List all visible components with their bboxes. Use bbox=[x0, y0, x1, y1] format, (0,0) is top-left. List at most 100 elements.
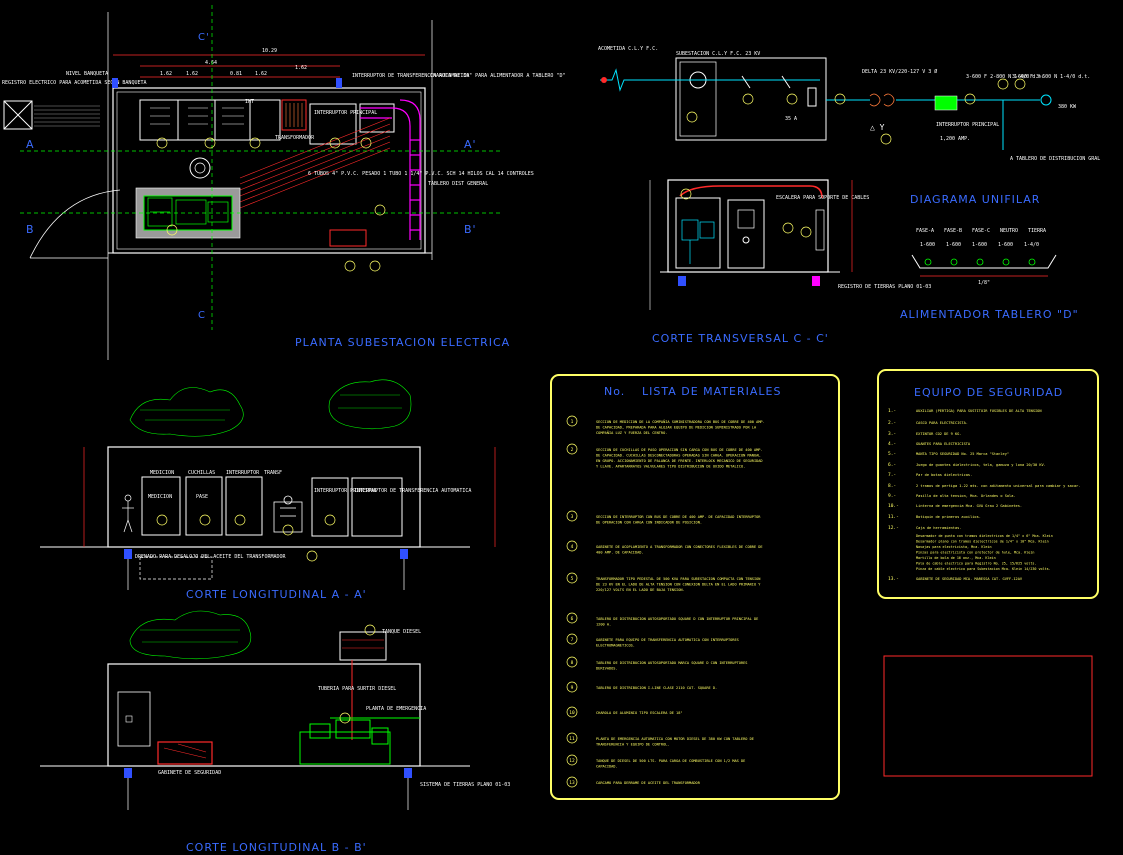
aa-pase: PASE bbox=[196, 494, 208, 500]
int-principal-unifilar: INTERRUPTOR PRINCIPAL bbox=[936, 122, 999, 128]
alim-h3: NEUTRO bbox=[1000, 228, 1018, 234]
bb-gabinete: GABINETE DE SEGURIDAD bbox=[158, 770, 221, 776]
material-text: CAPACIDAD. bbox=[596, 765, 618, 769]
safety-item-text: AUXILIAR (PERTIGA) PARA SUSTITUIR FUSIBL… bbox=[916, 409, 1042, 413]
tablero-label: TABLERO DIST GENERAL bbox=[428, 181, 488, 187]
material-number: 1 bbox=[571, 419, 574, 425]
safety-item-text: Pasillo de alta tension, Mca. Orlandes o… bbox=[916, 494, 1016, 498]
aa-comp-0: MEDICION bbox=[150, 470, 174, 476]
dim-2: 1.62 bbox=[186, 71, 198, 77]
dim-4: 1.62 bbox=[255, 71, 267, 77]
registro-electrico: REGISTRO ELECTRICO PARA ACOMETIDA SEGUN … bbox=[2, 80, 147, 130]
aa-comp-3: TRANSF bbox=[264, 470, 282, 476]
material-text: GABINETE PARA EQUIPO DE TRANSFERENCIA AU… bbox=[596, 638, 739, 642]
alim-h1: FASE-B bbox=[944, 228, 962, 234]
cut-b-left: B bbox=[26, 223, 35, 236]
registro-label: REGISTRO ELECTRICO PARA ACOMETIDA SEGUN … bbox=[2, 80, 147, 86]
bb-tanque: TANQUE DIESEL bbox=[382, 629, 421, 635]
title-corte-aa: CORTE LONGITUDINAL A - A' bbox=[186, 588, 367, 601]
safety-item-number: 13.- bbox=[888, 576, 899, 582]
bb-tuberia: TUBERIA PARA SURTIR DIESEL bbox=[318, 686, 396, 692]
bus-right-label: 3-600 F 3-600 N 1-4/0 d.t. bbox=[1012, 74, 1090, 80]
aa-int-principal: INTERRUPTOR PRINCIPAL bbox=[314, 488, 377, 494]
material-text: DE OPERACION CON CARGA CON INDICADOR DE … bbox=[596, 521, 702, 525]
cross-section-cc: ESCALERA PARA SOPORTE DE CABLES REGISTRO… bbox=[649, 179, 931, 345]
safety-subitem-text: Desarmador de punta con tramos dielectri… bbox=[916, 534, 1053, 538]
material-number: 3 bbox=[571, 514, 574, 520]
dim-5: 1.62 bbox=[295, 65, 307, 71]
safety-subitem-text: Desarmador plano con tramos dielectricos… bbox=[916, 540, 1049, 544]
safety-item-number: 7.- bbox=[888, 472, 896, 478]
plan-dimensions bbox=[113, 54, 425, 78]
aa-int-transf: INTERRUPTOR DE TRANSFERENCIA AUTOMATICA bbox=[354, 488, 471, 494]
transformador-label: TRANSFORMADOR bbox=[275, 135, 315, 141]
material-number-circle bbox=[566, 415, 578, 427]
safety-subitem-text: Pinza de cable electrico para Subestacio… bbox=[916, 567, 1051, 571]
safety-subitem-text: Pala de cable electrico para Registro No… bbox=[916, 562, 1036, 566]
dim-3: 0.81 bbox=[230, 71, 242, 77]
material-text: CARCAMO PARA DERRAME DE ACEITE DEL TRANS… bbox=[596, 781, 701, 785]
material-text: SECCION DE MEDICION DE LA COMPAÑIA SUMIN… bbox=[596, 419, 765, 424]
section-bb: TANQUE DIESEL TUBERIA PARA SURTIR DIESEL… bbox=[40, 610, 510, 854]
material-number-circle bbox=[566, 443, 578, 455]
section-aa: MEDICION CUCHILLAS INTERRUPTOR TRANSF ME… bbox=[40, 379, 496, 601]
svg-text:△ Y: △ Y bbox=[870, 123, 885, 132]
feeder-detail: FASE-A FASE-B FASE-C NEUTRO TIERRA 1-600… bbox=[900, 228, 1078, 321]
alim-v2: 1-600 bbox=[972, 242, 987, 248]
material-number: 12 bbox=[569, 758, 575, 764]
material-text: TABLERO DE DISTRIBUCION I-LINE CLASE 211… bbox=[596, 686, 717, 690]
aa-comp-1: CUCHILLAS bbox=[188, 470, 215, 476]
material-text: GABINETE DE ACOPLAMIENTO A TRANSFORMADOR… bbox=[596, 545, 763, 549]
material-text: TABLERO DE DISTRIBUCION AUTOSOPORTADO MA… bbox=[596, 661, 747, 665]
material-number-circle bbox=[566, 732, 578, 744]
planta-emergencia-plan bbox=[135, 187, 241, 239]
safety-item-number: 3.- bbox=[888, 431, 896, 437]
safety-subitem-text: Navajas para electricista, Mca. Klein bbox=[916, 545, 992, 549]
trafo-label: DELTA 23 KV/220-127 V 3 Ø bbox=[862, 68, 937, 75]
material-number-circle bbox=[566, 510, 578, 522]
material-number-circle bbox=[566, 540, 578, 552]
material-number-circle bbox=[566, 633, 578, 645]
alim-dim: 1/8" bbox=[978, 280, 990, 286]
aa-medicion: MEDICION bbox=[148, 494, 172, 500]
alim-h2: FASE-C bbox=[972, 228, 990, 234]
material-number-circle bbox=[566, 706, 578, 718]
safety-item-number: 12.- bbox=[888, 525, 899, 531]
dim-overall: 10.29 bbox=[262, 48, 277, 54]
cut-b-right: B' bbox=[464, 223, 477, 236]
material-number: 7 bbox=[571, 637, 574, 643]
material-text: 400 AMP. DE CAPACIDAD. bbox=[596, 551, 644, 555]
safety-item-number: 9.- bbox=[888, 493, 896, 499]
material-text: 220/127 VOLTS EN EL LADO DE BAJA TENSION… bbox=[596, 588, 685, 592]
amp-label: 1,200 AMP. bbox=[940, 136, 970, 142]
int-transf-plan-label: INTERRUPTOR DE TRANSFERENCIA AUTOMATICA bbox=[352, 73, 469, 79]
charola-cables bbox=[360, 99, 421, 240]
aa-comp-2: INTERRUPTOR bbox=[226, 470, 260, 476]
material-number: 6 bbox=[571, 616, 574, 622]
title-block bbox=[883, 655, 1093, 777]
safety-item-text: Botiquin de primeros auxilios. bbox=[916, 515, 981, 519]
nivel-banqueta-label: NIVEL BANQUETA bbox=[66, 71, 108, 77]
planta-emergencia-section bbox=[299, 717, 420, 765]
material-item: 1 SECCION DE MEDICION DE LA COMPAÑIA SUMI… bbox=[566, 415, 765, 435]
material-text: COMPAÑIA LUZ Y FUERZA DEL CENTRO. bbox=[596, 430, 667, 435]
safety-item-text: Juego de guantes dielectricos, tela, gam… bbox=[916, 463, 1046, 467]
material-number-circle bbox=[566, 776, 578, 788]
title-corte-bb: CORTE LONGITUDINAL B - B' bbox=[186, 841, 367, 854]
cut-a-left: A bbox=[26, 138, 35, 151]
acometida-label: ACOMETIDA C.L.Y F.C. bbox=[598, 46, 658, 52]
es-title: EQUIPO DE SEGURIDAD bbox=[914, 386, 1063, 399]
material-text: 1200 A. bbox=[596, 623, 611, 627]
kw-label: 380 KW bbox=[1058, 104, 1077, 110]
bus-left-label: 3-600 F 2-800 N 1-4/0 d.t. bbox=[966, 74, 1044, 80]
safety-item-text: MANTA TIPO SEGURIDAD No. 25 Marca "Stanl… bbox=[916, 452, 1009, 456]
